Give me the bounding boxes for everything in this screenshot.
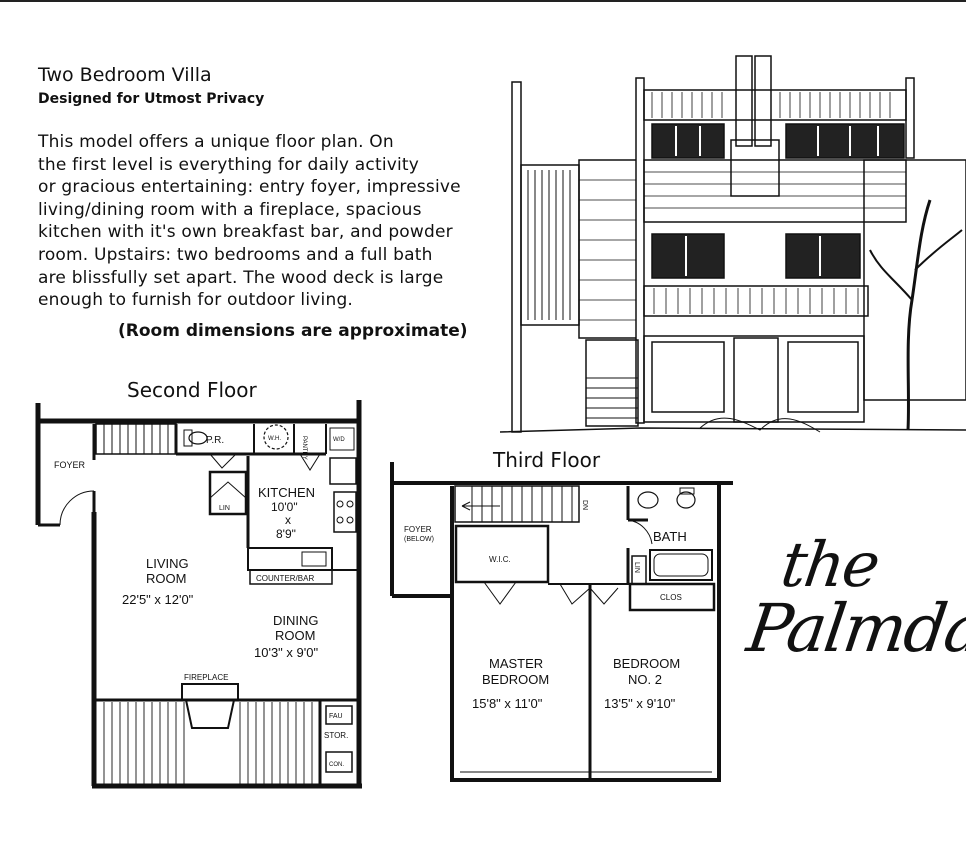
sf-wd: W/D (333, 437, 345, 443)
sf-fireplace: FIREPLACE (184, 673, 228, 682)
sf-dining1: DINING (273, 613, 319, 628)
sf-kitchen-dim2: 8'9" (276, 527, 296, 541)
sf-kitchen-x: x (285, 513, 291, 527)
sf-foyer: FOYER (54, 460, 86, 470)
tf-clos: CLOS (660, 593, 682, 602)
sf-counter: COUNTER/BAR (256, 574, 314, 583)
sf-con: CON. (329, 762, 344, 768)
sf-living2: ROOM (146, 571, 186, 586)
tf-bath: BATH (653, 529, 687, 544)
tf-foyer1: FOYER (404, 525, 432, 534)
sf-stor: STOR. (324, 731, 348, 740)
tf-bed1: BEDROOM (613, 656, 680, 671)
tf-master-dim: 15'8" x 11'0" (472, 696, 543, 711)
second-floor-label: Second Floor (127, 378, 257, 402)
tf-master2: BEDROOM (482, 672, 549, 687)
tf-lin: LIN (633, 562, 640, 573)
page-subtitle: Designed for Utmost Privacy (38, 91, 265, 107)
tf-bed2: NO. 2 (628, 672, 662, 687)
sf-kitchen: KITCHEN (258, 485, 315, 500)
brand-logo-palmdale: Palmdale (742, 590, 966, 667)
sf-fau: FAU (329, 713, 343, 720)
page-title: Two Bedroom Villa (38, 64, 212, 86)
sf-kitchen-dim1: 10'0" (271, 500, 298, 514)
sf-dining2: ROOM (275, 628, 315, 643)
sf-wh: W.H. (268, 436, 281, 442)
top-border (0, 0, 966, 2)
sf-dining-dim: 10'3" x 9'0" (254, 645, 318, 660)
description-text: This model offers a unique floor plan. O… (38, 132, 461, 311)
sf-living-dim: 22'5" x 12'0" (122, 592, 194, 607)
tf-foyer2: (BELOW) (404, 536, 434, 543)
sf-lin: LIN (219, 505, 230, 512)
tf-dn: DN (581, 500, 588, 510)
sf-living1: LIVING (146, 556, 189, 571)
tf-bed-dim: 13'5" x 9'10" (604, 696, 676, 711)
sf-pr: P.R. (206, 435, 224, 446)
dimensions-note: (Room dimensions are approximate) (118, 321, 468, 341)
sf-pantry: PANTRY (301, 436, 307, 460)
tf-wic: W.I.C. (489, 555, 511, 564)
third-floor-label: Third Floor (493, 448, 601, 472)
tf-master1: MASTER (489, 656, 543, 671)
